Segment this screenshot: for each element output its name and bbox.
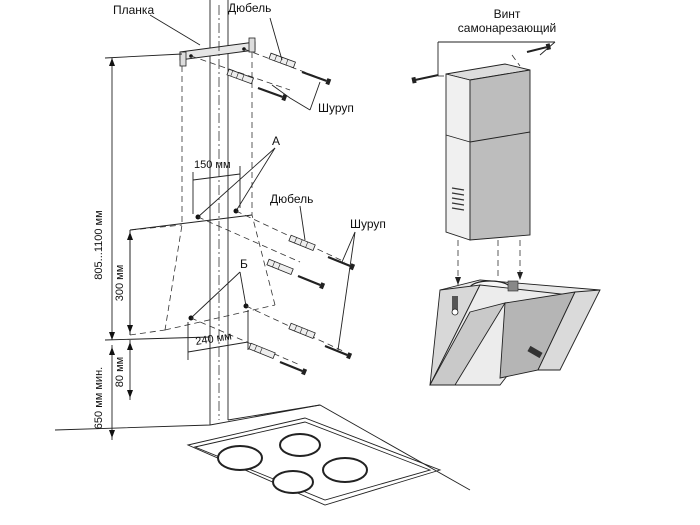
dimension-lines bbox=[104, 53, 249, 440]
label-dim-805-1100: 805...1100 мм bbox=[93, 210, 105, 279]
label-point-a: А bbox=[272, 134, 280, 148]
burner-4 bbox=[272, 470, 314, 494]
leader-lines bbox=[149, 14, 356, 351]
label-screw-self-tapping-1: Винт bbox=[494, 7, 521, 21]
label-bracket: Планка bbox=[113, 3, 154, 17]
label-screw-mid: Шуруп bbox=[350, 217, 386, 231]
wall-outline bbox=[54, 0, 471, 491]
chimney bbox=[411, 43, 552, 241]
mounting-bracket bbox=[179, 37, 256, 67]
hob bbox=[186, 417, 442, 506]
top-fasteners bbox=[190, 48, 332, 102]
label-dowel-top: Дюбель bbox=[228, 1, 271, 15]
label-dim-650: 650 мм мин. bbox=[93, 367, 105, 429]
burner-3 bbox=[322, 457, 368, 483]
label-dim-150: 150 мм bbox=[194, 159, 231, 171]
label-dim-80: 80 мм bbox=[114, 357, 126, 387]
assembly-guides bbox=[455, 240, 523, 285]
burner-2 bbox=[279, 433, 321, 457]
vent-slots bbox=[451, 187, 465, 211]
label-dim-300: 300 мм bbox=[114, 265, 126, 302]
label-point-b: Б bbox=[240, 257, 248, 271]
label-screw-self-tapping-2: самонарезающий bbox=[458, 21, 556, 35]
hood-projection bbox=[129, 52, 276, 336]
lower-fasteners bbox=[188, 303, 353, 376]
burner-1 bbox=[217, 445, 263, 471]
label-dowel-mid: Дюбель bbox=[270, 192, 313, 206]
middle-fasteners bbox=[195, 208, 356, 290]
label-dim-240: 240 мм bbox=[195, 330, 233, 348]
glass-panel-left bbox=[429, 302, 506, 386]
hood-body bbox=[429, 279, 601, 386]
label-screw-top: Шуруп bbox=[318, 101, 354, 115]
